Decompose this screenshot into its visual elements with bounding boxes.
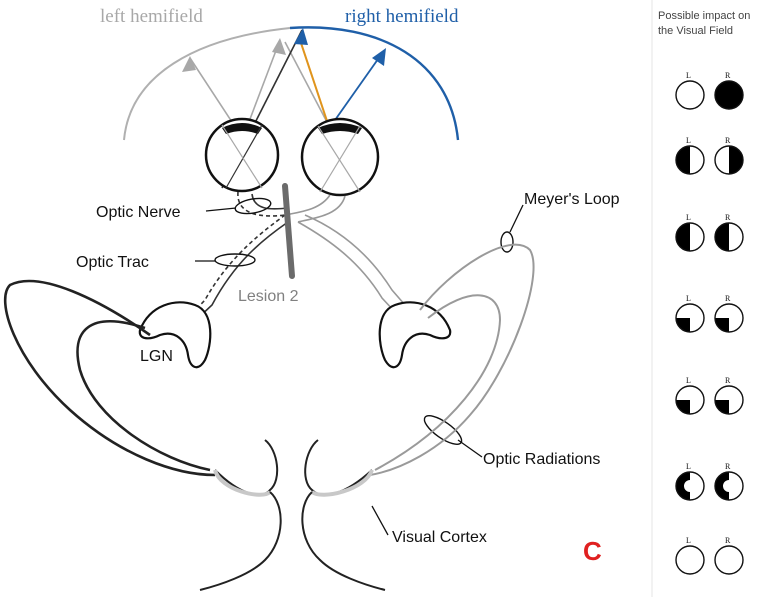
lesion-2-label: Lesion 2 [238,288,299,305]
field-defect-shading [715,400,729,414]
eye-letter: R [725,71,731,80]
left-optic-radiations [3,279,216,477]
field-defect-shading [729,146,743,174]
optic-nerve-label: Optic Nerve [96,204,181,221]
lgn-label: LGN [140,348,173,365]
optic-radiations-marker [423,415,463,445]
right-optic-radiations [369,243,535,476]
leader-lines [195,204,524,536]
eye-letter: L [686,213,691,222]
eye-letter: R [725,536,731,545]
eye-letter: L [686,462,691,471]
field-defect-shading [676,318,690,332]
panel-letter-c: C [583,536,602,566]
left-lgn [138,301,212,369]
visual-field-circle [714,385,744,415]
field-defect-shading [676,472,690,500]
visual-field-circle [714,303,744,333]
optic-nerve-marker [234,197,272,215]
visual-field-circle [714,471,744,501]
eye-letter: R [725,462,731,471]
meyers-loop-marker [500,231,514,253]
eye-letter: R [725,376,731,385]
left-hemifield-label: left hemifield [100,6,203,27]
right-eye [300,117,380,197]
optic-pathways [187,191,406,321]
eye-letter: L [686,536,691,545]
visual-field-circle [675,545,705,575]
eye-letter: L [686,71,691,80]
visual-field-circle [714,545,744,575]
visual-field-circle [675,222,705,252]
visual-field-circle [675,303,705,333]
right-lgn [378,301,452,369]
visual-field-circle [675,471,705,501]
right-hemifield-arc [289,26,460,141]
left-eye [204,117,280,193]
visual-field-circle [675,385,705,415]
field-defect-shading [676,223,690,251]
eye-letter: R [725,213,731,222]
eye-letter: L [686,376,691,385]
field-defect-shading [715,318,729,332]
eye-letter: L [686,294,691,303]
visual-cortex-label: Visual Cortex [392,529,487,546]
field-defect-shading [715,472,729,500]
visual-cortex-shapes [199,439,386,591]
panel-title-line2: the Visual Field [658,25,733,37]
visual-field-circle [714,145,744,175]
ray-arrowheads [182,28,386,72]
panel-title-line1: Possible impact on [658,10,750,22]
eye-letter: L [686,136,691,145]
visual-field-circle [714,80,744,110]
visual-field-circle [675,145,705,175]
field-defect-shading [715,81,743,109]
optic-tract-marker [214,253,256,267]
optic-tract-label: Optic Trac [76,254,149,271]
meyers-loop-label: Meyer's Loop [524,191,620,208]
visual-field-circle [675,80,705,110]
optic-radiations-label: Optic Radiations [483,451,600,468]
right-hemifield-label: right hemifield [345,6,459,27]
eye-letter: R [725,136,731,145]
field-defect-shading [715,223,729,251]
left-hemifield-arc [123,27,291,141]
lesion-2-bar [282,183,295,279]
field-defect-shading [676,146,690,174]
visual-field-circle [714,222,744,252]
field-defect-shading [676,400,690,414]
eye-letter: R [725,294,731,303]
